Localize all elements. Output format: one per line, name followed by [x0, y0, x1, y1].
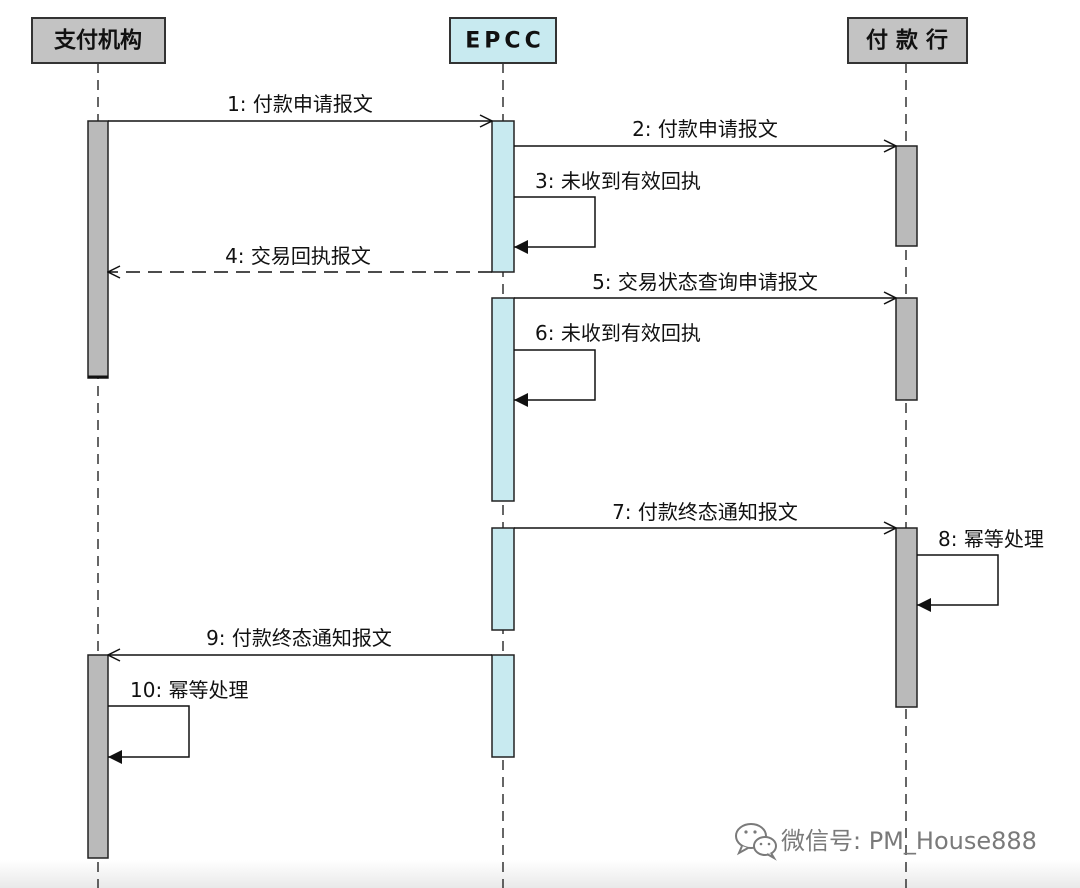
message-10: 10: 幂等处理: [108, 678, 249, 764]
participant-box: [31, 17, 166, 64]
message-label: 1: 付款申请报文: [227, 92, 373, 116]
participant-paying-bank: 付款行: [847, 17, 968, 64]
activation-bar: [87, 120, 109, 379]
activation-bar: [491, 297, 515, 502]
activation-bar: [491, 120, 515, 273]
message-label: 2: 付款申请报文: [632, 117, 778, 141]
watermark-text: 微信号: PM_House888: [781, 827, 1037, 855]
self-loop-arrow: [917, 554, 999, 612]
participant-box: [847, 17, 968, 64]
participant-epcc: EPCC: [449, 17, 557, 64]
message-3: 3: 未收到有效回执: [514, 169, 701, 254]
activation-bar: [87, 654, 109, 859]
participant-box: [449, 17, 557, 64]
activation-bar: [491, 527, 515, 631]
self-loop-arrow: [514, 196, 596, 254]
message-label: 9: 付款终态通知报文: [206, 626, 392, 650]
wechat-icon: [735, 823, 777, 861]
message-4: 4: 交易回执报文: [108, 244, 492, 272]
message-5: 5: 交易状态查询申请报文: [514, 270, 896, 298]
activation-bar: [895, 527, 918, 708]
message-label: 4: 交易回执报文: [225, 244, 371, 268]
message-label: 3: 未收到有效回执: [535, 169, 701, 193]
watermark: 微信号: PM_House888: [735, 823, 1037, 861]
message-6: 6: 未收到有效回执: [514, 321, 701, 407]
participant-label: EPCC: [465, 29, 544, 54]
participant-payment-institution: 支付机构: [31, 17, 166, 64]
activation-bar: [895, 297, 918, 401]
bottom-shade: [0, 860, 1080, 888]
activation-bar: [491, 654, 515, 758]
message-label: 6: 未收到有效回执: [535, 321, 701, 345]
participant-label: 支付机构: [54, 28, 142, 54]
self-loop-arrow: [514, 349, 596, 407]
message-8: 8: 幂等处理: [917, 527, 1044, 612]
participant-label: 付款行: [866, 28, 956, 54]
message-1: 1: 付款申请报文: [108, 92, 492, 121]
message-label: 7: 付款终态通知报文: [612, 500, 798, 524]
message-label: 5: 交易状态查询申请报文: [592, 270, 818, 294]
message-label: 10: 幂等处理: [130, 678, 249, 702]
self-loop-arrow: [108, 705, 190, 764]
message-label: 8: 幂等处理: [938, 527, 1044, 551]
message-9: 9: 付款终态通知报文: [108, 626, 492, 655]
message-7: 7: 付款终态通知报文: [514, 500, 896, 528]
activation-bar: [895, 145, 918, 247]
message-2: 2: 付款申请报文: [514, 117, 896, 146]
